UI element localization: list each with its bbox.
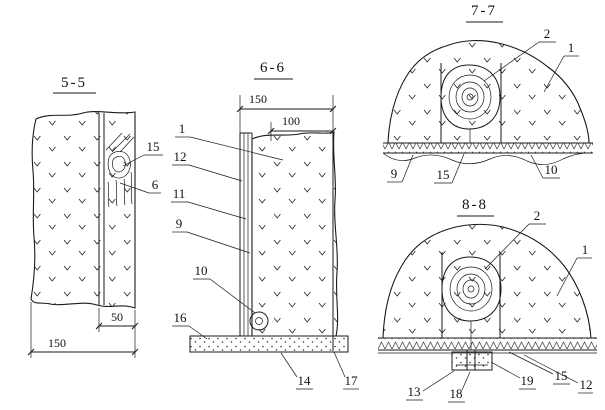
label-16: 16 (174, 310, 188, 325)
label-11: 11 (173, 186, 186, 201)
base-band-8-8 (378, 337, 597, 354)
label-1: 1 (179, 121, 186, 136)
dim-50-text: 50 (111, 310, 123, 324)
callout-1-s66: 1 (175, 121, 284, 161)
wall-layers (239, 132, 253, 336)
callout-15-s88: 15 (508, 351, 570, 385)
dimension-150-s55: 150 (27, 302, 139, 358)
label-1: 1 (582, 242, 589, 257)
dim-150-text-s66: 150 (249, 92, 267, 106)
anchor-assembly (451, 350, 493, 371)
label-19: 19 (521, 373, 534, 388)
drain-pipe (249, 311, 269, 331)
label-14: 14 (298, 373, 312, 388)
section-8-8: 8-8 2 (378, 197, 597, 403)
label-10: 10 (545, 162, 558, 177)
callout-13: 13 (406, 370, 455, 401)
label-9: 9 (391, 166, 398, 181)
label-12: 12 (580, 377, 593, 392)
timber-grain-detail (105, 132, 135, 208)
base-slab (189, 335, 349, 353)
section-5-5-title: 5-5 (61, 75, 87, 91)
label-17: 17 (345, 373, 359, 388)
dimension-150-s66: 150 (236, 92, 337, 133)
soil-mound-7-7 (387, 40, 590, 144)
callout-6: 6 (119, 177, 161, 194)
soil-mass-5-5 (30, 111, 136, 309)
callout-14: 14 (280, 352, 313, 390)
label-13: 13 (408, 384, 421, 399)
section-6-6-title: 6-6 (260, 60, 286, 76)
section-7-7-title: 7-7 (471, 3, 497, 19)
callout-15: 15 (122, 139, 163, 167)
dimension-100: 100 (267, 114, 337, 141)
dimension-50: 50 (95, 308, 139, 358)
label-6: 6 (152, 177, 159, 192)
soil-mound-8-8 (382, 223, 592, 339)
callout-18: 18 (448, 371, 471, 403)
callout-19: 19 (490, 361, 536, 390)
dim-150-text-s55: 150 (48, 336, 66, 350)
label-15: 15 (147, 139, 160, 154)
label-10: 10 (195, 263, 208, 278)
section-8-8-title: 8-8 (462, 197, 488, 213)
section-5-5: 5-5 15 6 (27, 75, 163, 358)
label-9: 9 (176, 216, 183, 231)
section-6-6: 6-6 150 100 (171, 60, 359, 390)
base-strip-7-7 (382, 142, 594, 165)
label-1: 1 (568, 40, 575, 55)
callout-17: 17 (333, 351, 359, 390)
callout-9-s77: 9 (387, 154, 414, 183)
callout-15-s77: 15 (434, 153, 465, 184)
callout-2-s88: 2 (484, 208, 546, 270)
section-7-7: 7-7 2 1 9 (382, 3, 594, 184)
pile-rings-8-8 (441, 256, 502, 350)
pile-rings-7-7 (440, 64, 501, 143)
label-2: 2 (544, 26, 551, 41)
callout-12-s66: 12 (172, 149, 243, 182)
dim-100-text: 100 (282, 114, 300, 128)
soil-mass-6-6 (251, 131, 339, 337)
callout-10-s66: 10 (193, 263, 256, 314)
label-15: 15 (437, 167, 450, 182)
label-12: 12 (174, 149, 187, 164)
callout-2-s77: 2 (483, 26, 556, 82)
label-2: 2 (534, 208, 541, 223)
callout-12-s88: 12 (523, 354, 593, 394)
callout-1-s77: 1 (543, 40, 579, 93)
label-15: 15 (555, 368, 568, 383)
callout-9-s66: 9 (172, 216, 251, 254)
callout-11: 11 (171, 186, 247, 220)
callout-10-s77: 10 (530, 154, 560, 179)
callout-16: 16 (172, 310, 208, 340)
label-18: 18 (450, 386, 463, 401)
callout-1-s88: 1 (556, 242, 592, 297)
